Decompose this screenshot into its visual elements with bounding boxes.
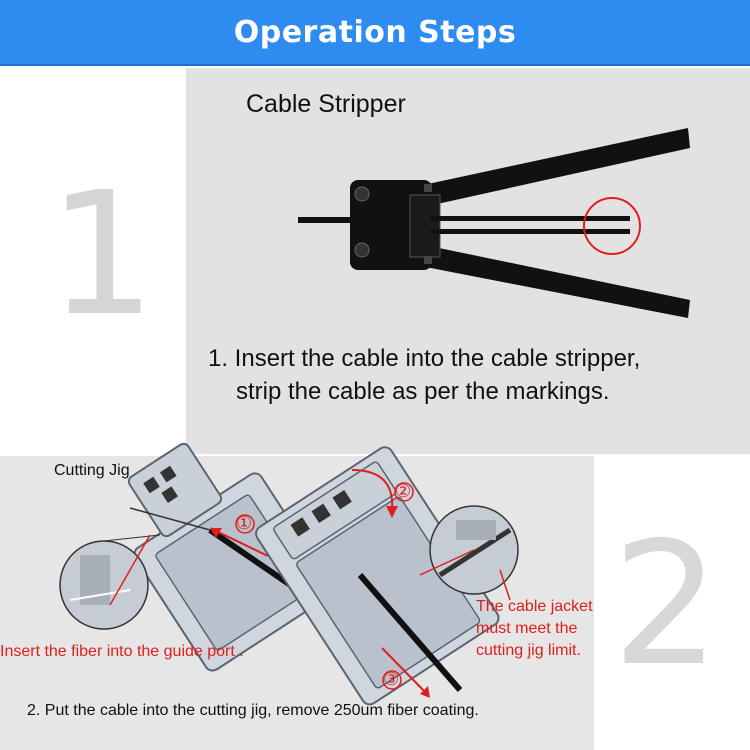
cable-icon: [298, 217, 353, 223]
marker-2: ②: [395, 481, 412, 502]
fiber-icon: [129, 507, 211, 531]
marker-3: ③: [383, 669, 400, 690]
step1-instruction-line2: strip the cable as per the markings.: [236, 378, 610, 405]
cable-icon: [357, 573, 463, 692]
cable-jacket-note-line2: must meet the: [476, 620, 578, 637]
arrow-step3: [381, 647, 429, 696]
guide-port-note: Insert the fiber into the guide port .: [0, 643, 244, 660]
step1-number: 1: [48, 156, 157, 354]
step2-instruction: 2. Put the cable into the cutting jig, r…: [27, 702, 479, 719]
arrow-step1: [213, 529, 269, 557]
step2-number: 2: [612, 506, 721, 704]
cutting-jig-lid: [127, 442, 223, 538]
stripper-lower-handle: [400, 242, 690, 318]
page-title: Operation Steps: [233, 14, 517, 50]
arrow-step2: [351, 469, 394, 511]
cutting-jig-label: Cutting Jig: [54, 462, 130, 479]
cable-jacket-note-line3: cutting jig limit.: [476, 642, 581, 659]
cable-jacket-note: The cable jacket must meet the cutting j…: [476, 596, 593, 662]
step1-instruction-line1: 1. Insert the cable into the cable strip…: [208, 345, 641, 372]
cable-stripper-label: Cable Stripper: [246, 90, 406, 118]
header-banner: Operation Steps: [0, 0, 750, 66]
cutting-jig-right: [255, 446, 500, 706]
cable-jacket-note-line1: The cable jacket: [476, 598, 593, 615]
marking-highlight-circle: [583, 197, 641, 255]
step1-instruction: 1. Insert the cable into the cable strip…: [208, 342, 640, 408]
stripper-upper-handle: [400, 128, 690, 210]
marker-1: ①: [236, 513, 253, 534]
